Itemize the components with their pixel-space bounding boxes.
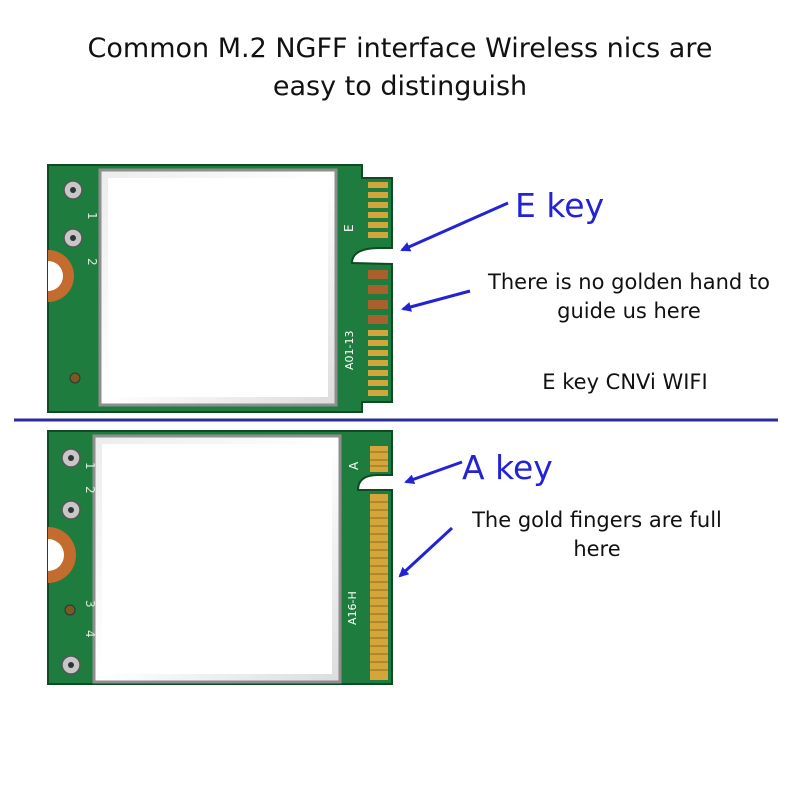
e-key-note-line-2: guide us here [557, 299, 701, 323]
pin-label: 2 [85, 258, 99, 266]
arrow-icon [401, 289, 471, 312]
a-key-note-line-1: The gold fingers are full [472, 508, 722, 532]
antenna-connector-icon [63, 228, 83, 248]
antenna-connector-icon [61, 448, 81, 468]
e-key-label: E key [515, 186, 605, 225]
antenna-connector-icon [63, 180, 83, 200]
e-key-type-label: E key CNVi WIFI [542, 370, 708, 394]
arrow-icon [398, 526, 454, 578]
pin-label: 3 [83, 600, 97, 608]
a-key-label: A key [462, 448, 553, 487]
a-key-card: 1 2 3 4 [47, 430, 393, 685]
arrow-icon [404, 460, 463, 485]
a-key-note: The gold fingers are full here [440, 506, 754, 564]
antenna-connector-icon [61, 655, 81, 675]
e-key-note-line-1: There is no golden hand to [488, 270, 770, 294]
arrow-icon [400, 201, 509, 252]
silk-code: A01-13 [343, 331, 356, 371]
gold-fingers [370, 446, 388, 680]
pin-label: 2 [83, 486, 97, 494]
pin-label: 4 [83, 630, 97, 638]
gold-fingers [368, 182, 388, 396]
title-line-2: easy to distinguish [272, 71, 528, 102]
page-title: Common M.2 NGFF interface Wireless nics … [0, 30, 800, 106]
a-key-note-line-2: here [573, 537, 621, 561]
silk-key-letter: A [347, 461, 361, 470]
antenna-connector-icon [61, 500, 81, 520]
silk-key-letter: E [342, 224, 356, 232]
pin-label: 1 [85, 212, 99, 220]
e-key-note: There is no golden hand to guide us here [462, 268, 796, 326]
pin-label: 1 [83, 462, 97, 470]
silk-code: A16-H [346, 591, 359, 625]
title-line-1: Common M.2 NGFF interface Wireless nics … [87, 33, 713, 64]
e-key-card: 1 2 E A01-13 [47, 164, 393, 413]
